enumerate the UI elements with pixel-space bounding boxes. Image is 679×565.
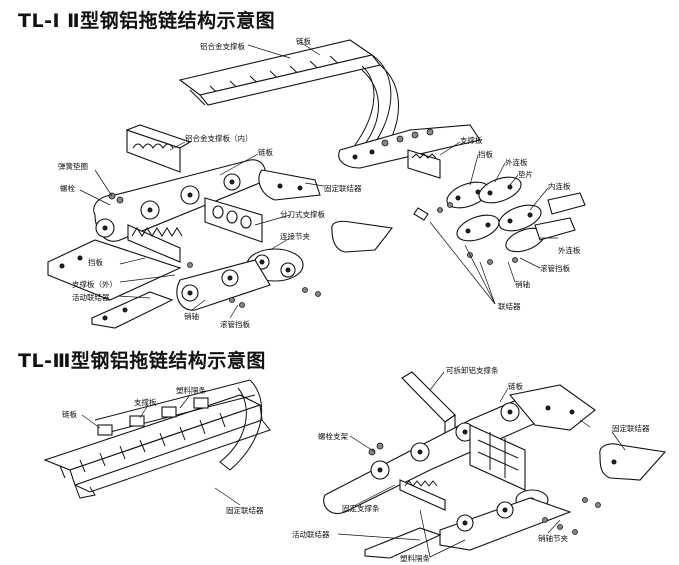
label-al-support-inner: 铝合金支撑板（内）	[185, 134, 253, 143]
label-b-fixed-connector-1: 固定联结器	[226, 506, 264, 515]
label-outer-plate-2: 外连板	[558, 246, 581, 255]
exploded-view-chain-link	[338, 124, 586, 305]
label-washer: 垫片	[518, 170, 533, 179]
label-b-movable-connector: 活动联结器	[292, 530, 330, 539]
label-b-removable-al-bar: 可拆卸铝支撑条	[446, 366, 499, 375]
label-connector: 联结器	[498, 302, 521, 311]
label-link-clip: 连接节夹	[280, 232, 310, 241]
label-fixed-connector-1: 固定联结器	[324, 184, 362, 193]
label-bolt: 螺栓	[60, 184, 75, 193]
label-b-support-plate: 支撑板	[134, 398, 157, 407]
exploded-view-tl-1-2	[47, 41, 394, 329]
label-b-plastic-spacer-2: 塑料隔条	[400, 554, 430, 563]
label-b-bolt-bracket: 螺栓支架	[318, 432, 348, 441]
chain-assembly-top-perspective	[178, 39, 399, 161]
label-outer-plate-1: 外连板	[505, 158, 528, 167]
label-support-outer: 支撑板（外）	[72, 280, 117, 289]
label-b-plastic-spacer-1: 塑料隔条	[176, 386, 206, 395]
label-tube-baffle-2: 滚管挡板	[540, 264, 570, 273]
exploded-view-tl-3	[323, 371, 667, 559]
label-baffle-1: 挡板	[88, 258, 103, 267]
label-pin-2: 销轴	[515, 280, 530, 289]
label-tube-baffle-1: 滚管挡板	[220, 320, 250, 329]
label-spring-washer: 弹簧垫圈	[58, 162, 88, 171]
label-link-plate-1: 链板	[296, 37, 311, 46]
title-tl-3: TL-Ⅲ型钢铝拖链结构示意图	[18, 350, 266, 372]
label-pin-1: 销轴	[184, 312, 199, 321]
chain-assembly-tl3-perspective	[43, 379, 271, 506]
label-b-fixed-connector-2: 固定联结器	[612, 424, 650, 433]
label-link-plate-2: 链板	[258, 148, 273, 157]
title-tl-1-2: TL-Ⅰ Ⅱ型钢铝拖链结构示意图	[18, 10, 276, 32]
label-support-plate: 支撑板	[460, 136, 483, 145]
label-movable-connector: 活动联结器	[72, 293, 110, 302]
label-inner-plate: 内连板	[548, 182, 571, 191]
label-baffle-2: 挡板	[478, 150, 493, 159]
label-b-pin-clip: 销轴节夹	[538, 534, 568, 543]
label-al-support-plate: 铝合金支撑板	[200, 42, 245, 51]
label-split-support: 分刀式支撑板	[280, 210, 325, 219]
label-b-link-plate: 链板	[62, 410, 77, 419]
label-b-fixed-support-bar: 固定支撑条	[342, 504, 380, 513]
label-b-link-plate-2: 链板	[508, 382, 523, 391]
